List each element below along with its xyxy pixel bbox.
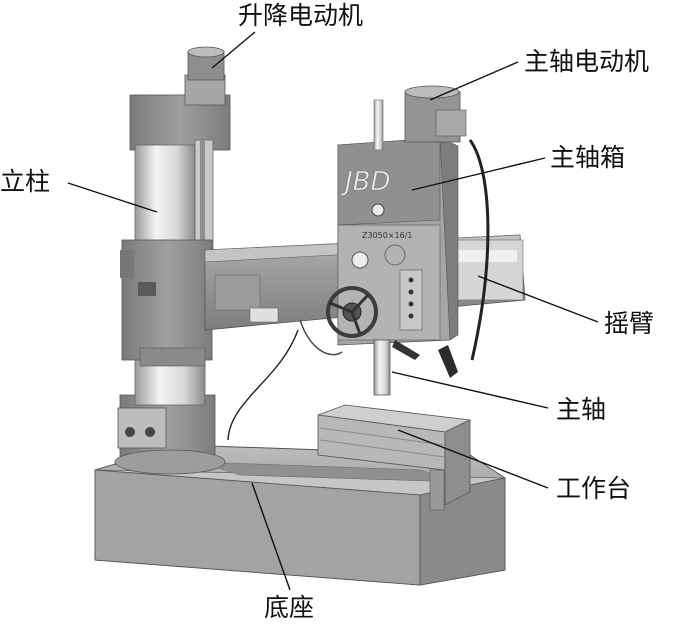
- leader-worktable: [397, 429, 549, 489]
- label-radial-arm: 摇臂: [604, 309, 654, 338]
- arm-sleeve: [120, 239, 213, 367]
- base-cable: [227, 329, 299, 441]
- leader-base: [251, 482, 291, 591]
- label-column: 立柱: [0, 167, 50, 196]
- sleeve-cable: [299, 319, 343, 356]
- lifting-motor-part: [184, 46, 226, 106]
- label-lifting-motor: 升降电动机: [238, 1, 363, 30]
- leader-column: [67, 182, 158, 213]
- leader-spindle: [391, 371, 549, 409]
- spindle-motor-part: [373, 85, 467, 151]
- label-spindle: 主轴: [556, 395, 606, 424]
- worktable-part: [317, 404, 472, 511]
- machine-model-label: Z3050×16/1: [362, 231, 413, 240]
- machine-brand-label: JBD: [340, 167, 391, 197]
- label-spindle-motor: 主轴电动机: [524, 47, 649, 76]
- leader-spindle-motor: [429, 61, 519, 101]
- leader-lifting-motor: [211, 31, 256, 69]
- handwheel: [326, 286, 378, 338]
- column-part: [129, 94, 231, 251]
- label-worktable: 工作台: [556, 474, 631, 503]
- spindle-part: [373, 339, 391, 396]
- leader-headstock: [411, 157, 546, 191]
- column-pedestal: [114, 359, 226, 475]
- label-headstock: 主轴箱: [550, 143, 625, 172]
- label-base: 底座: [264, 593, 314, 622]
- leader-radial-arm: [477, 275, 599, 323]
- headstock-part: JBD Z3050×16/1: [326, 137, 490, 378]
